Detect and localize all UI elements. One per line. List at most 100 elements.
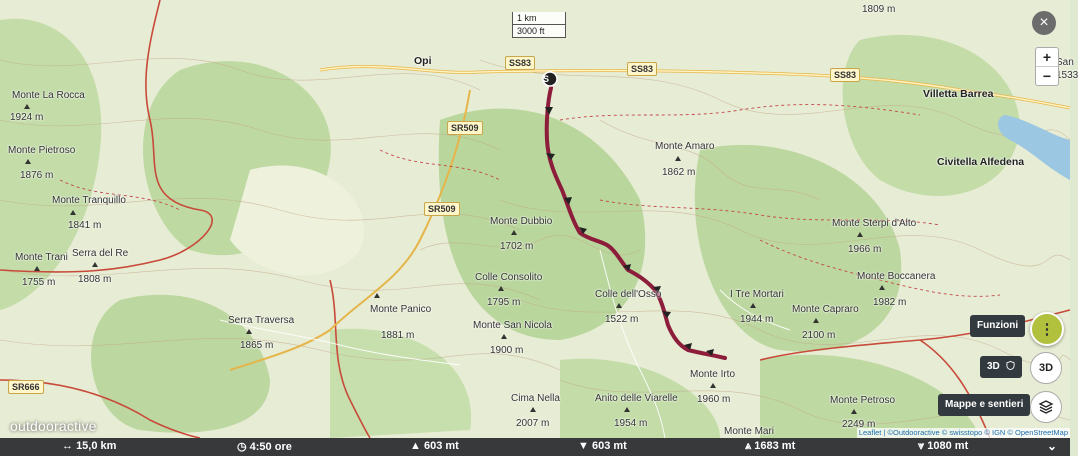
peak-elevation: 1954 m — [614, 418, 648, 429]
peak-name: Monte Petroso — [830, 395, 896, 406]
peak-name: Colle Consolito — [475, 272, 543, 283]
peak-elevation: 1881 m — [381, 330, 415, 341]
peak-name: Monte Amaro — [655, 141, 715, 152]
layers-button[interactable] — [1030, 391, 1062, 423]
scale-ft: 3000 ft — [517, 26, 545, 36]
peak-elevation: 2249 m — [842, 419, 876, 430]
peak-elevation: 1862 m — [662, 167, 696, 178]
max-altitude-icon: ⩓ — [745, 440, 755, 452]
edge-label: San — [1056, 57, 1074, 68]
peak-name: Monte Irto — [690, 369, 736, 380]
edge-label: 1533 — [1056, 70, 1078, 81]
peak-name: Monte San Nicola — [473, 320, 552, 331]
outdooractive-logo: outdooractive — [10, 418, 97, 434]
zoom-out-button[interactable]: − — [1042, 68, 1052, 84]
min-altitude-icon: ⩔ — [918, 440, 928, 452]
min-altitude-stat: ⩔ 1080 mt — [918, 440, 968, 453]
map-scale: 1 km 3000 ft — [512, 12, 566, 38]
min-altitude-value: 1080 mt — [927, 440, 969, 452]
peak-name: Monte Tranquillo — [52, 195, 126, 206]
chevron-down-icon[interactable]: ⌄ — [1047, 439, 1058, 453]
road-label-ss83: SS83 — [505, 56, 536, 70]
peak-name: Anito delle Viarelle — [595, 393, 678, 404]
peak-name: Monte Boccanera — [857, 271, 936, 282]
descent-icon: ▼ — [578, 440, 592, 452]
ascent-icon: ▲ — [410, 440, 424, 452]
peak-icon — [530, 407, 536, 412]
peak-icon — [675, 156, 681, 161]
peak-icon — [624, 407, 630, 412]
tour-stats-bar: ↔ 15,0 km ◷ 4:50 ore ▲ 603 mt ▼ 603 mt ⩓… — [0, 438, 1070, 456]
peak-icon — [750, 303, 756, 308]
peak-icon — [92, 262, 98, 267]
peak-name: Monte Trani — [15, 252, 68, 263]
peak-elevation: 1876 m — [20, 170, 54, 181]
peak-elevation: 1702 m — [500, 241, 534, 252]
peak-name: Monte La Rocca — [12, 90, 85, 101]
peak-icon — [616, 303, 622, 308]
peak-name: Monte Dubbio — [490, 216, 553, 227]
3d-toggle-label: 3D — [987, 361, 1000, 372]
more-functions-button[interactable]: ⋮ — [1030, 312, 1064, 346]
peak-name: I Tre Mortari — [730, 289, 784, 300]
peak-elevation: 1808 m — [78, 274, 112, 285]
edge-label: 1809 m — [862, 4, 896, 15]
ascent-stat: ▲ 603 mt — [410, 440, 459, 452]
peak-name: Monte Pietroso — [8, 145, 76, 156]
peak-icon — [25, 159, 31, 164]
distance-icon: ↔ — [62, 440, 77, 452]
peak-icon — [879, 285, 885, 290]
distance-value: 15,0 km — [76, 440, 117, 452]
peak-icon — [813, 318, 819, 323]
peak-elevation: 1522 m — [605, 314, 639, 325]
peak-icon — [498, 286, 504, 291]
3d-view-button[interactable]: 3D — [1030, 352, 1062, 384]
peak-elevation: 1795 m — [487, 297, 521, 308]
peak-icon — [24, 104, 30, 109]
map-attribution[interactable]: Leaflet | ©Outdooractive © swisstopo © I… — [856, 428, 1070, 438]
distance-stat: ↔ 15,0 km — [62, 440, 116, 452]
peak-icon — [511, 230, 517, 235]
peak-name: Monte Capraro — [792, 304, 859, 315]
peak-icon — [710, 383, 716, 388]
town-label-opi: Opi — [414, 55, 432, 67]
road-label-ss83: SS83 — [830, 68, 861, 82]
map-canvas[interactable]: S Opi Villetta Barrea Civitella Alfedena… — [0, 0, 1078, 439]
peak-icon — [501, 334, 507, 339]
peak-elevation: 1865 m — [240, 340, 274, 351]
road-label-sr509: SR509 — [447, 121, 483, 135]
town-label-villetta-barrea: Villetta Barrea — [923, 88, 994, 100]
scale-km: 1 km — [513, 12, 565, 25]
peak-elevation: 2100 m — [802, 330, 836, 341]
funzioni-button[interactable]: Funzioni — [970, 315, 1026, 337]
peak-icon — [246, 329, 252, 334]
town-label-civitella-alfedena: Civitella Alfedena — [937, 156, 1025, 168]
zoom-in-button[interactable]: + — [1036, 48, 1058, 67]
3d-toggle-button[interactable]: 3D — [980, 356, 1022, 378]
zoom-control: + − — [1035, 47, 1059, 86]
peak-icon — [851, 409, 857, 414]
peak-elevation: 1900 m — [490, 345, 524, 356]
peak-icon — [34, 266, 40, 271]
descent-stat: ▼ 603 mt — [578, 440, 627, 452]
peak-elevation: 1841 m — [68, 220, 102, 231]
close-button[interactable]: × — [1032, 11, 1056, 35]
peak-elevation: 2007 m — [516, 418, 550, 429]
peak-name: Serra Traversa — [228, 315, 295, 326]
start-marker-label[interactable]: S — [543, 74, 550, 84]
peak-elevation: 1755 m — [22, 277, 56, 288]
close-icon: × — [1039, 14, 1049, 31]
duration-stat: ◷ 4:50 ore — [237, 440, 292, 453]
peak-elevation: 1966 m — [848, 244, 882, 255]
peak-name: Serra del Re — [72, 248, 129, 259]
descent-value: 603 mt — [591, 440, 627, 452]
layers-icon — [1038, 400, 1054, 414]
peak-name: Monte Panico — [370, 304, 432, 315]
max-altitude-stat: ⩓ 1683 mt — [745, 440, 795, 453]
map-layers-button[interactable]: Mappe e sentieri — [938, 394, 1031, 416]
road-label-sr666: SR666 — [8, 380, 44, 394]
max-altitude-value: 1683 mt — [754, 440, 796, 452]
ascent-value: 603 mt — [423, 440, 459, 452]
peak-icon — [374, 293, 380, 298]
peak-elevation: 1924 m — [10, 112, 44, 123]
